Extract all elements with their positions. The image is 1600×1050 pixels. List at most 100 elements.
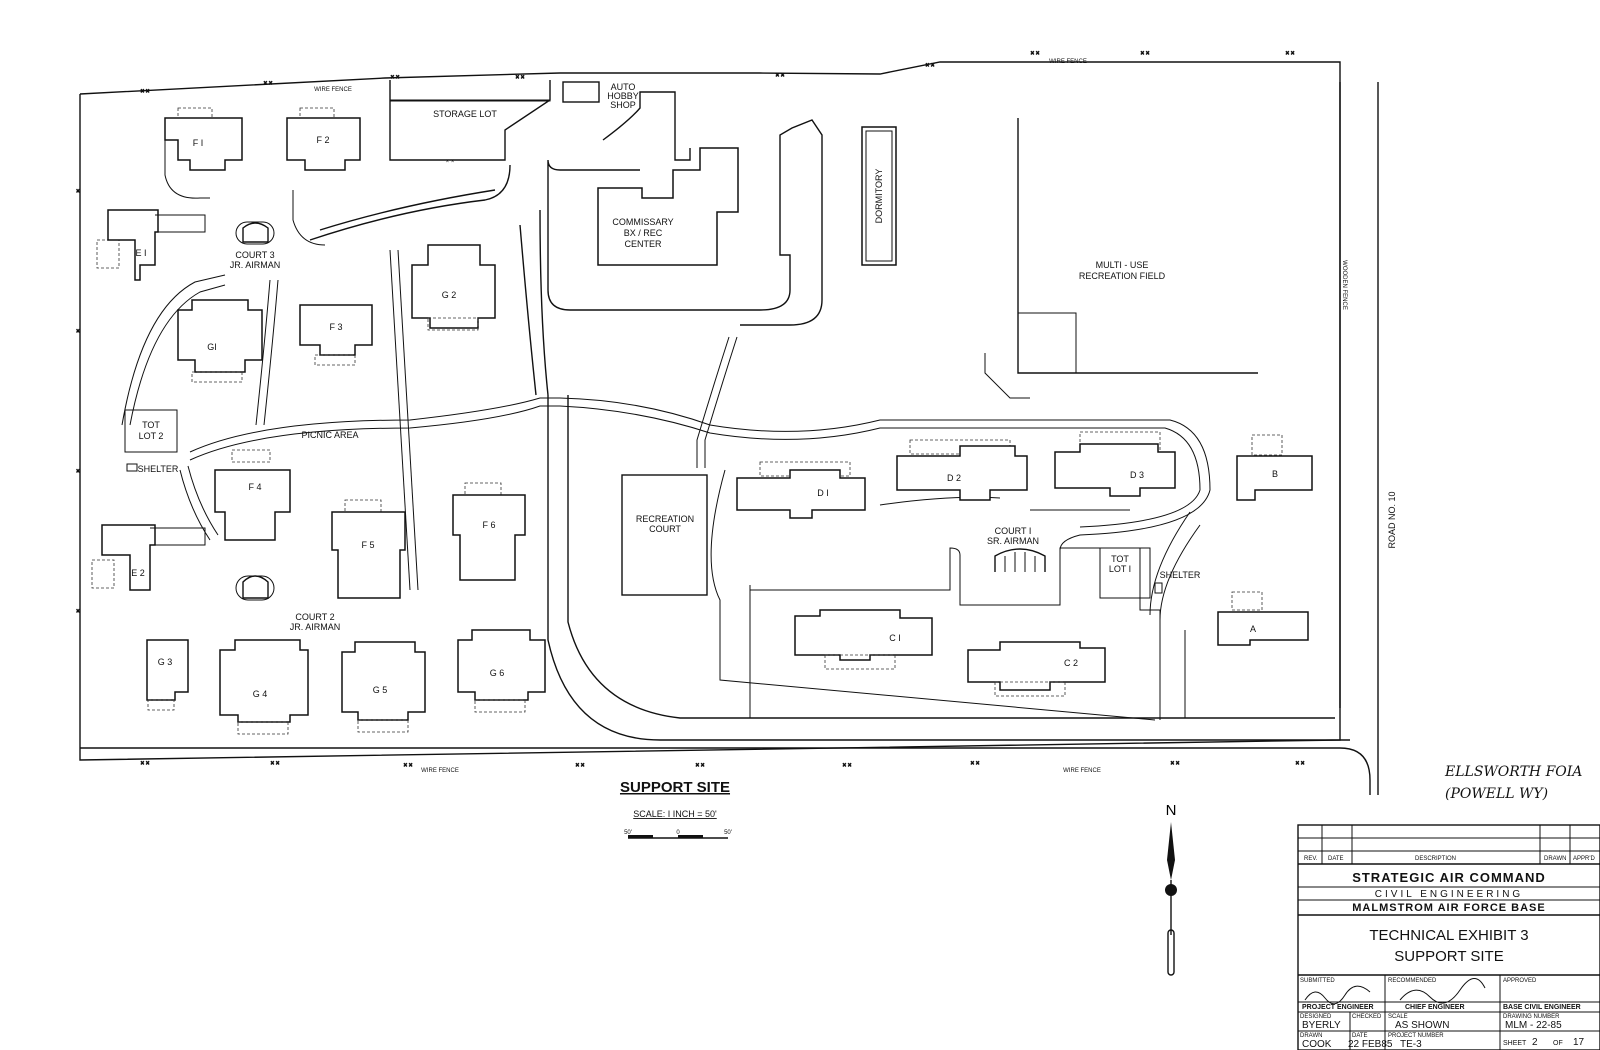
fence-label-top-left: WIRE FENCE <box>314 87 352 93</box>
rev-header-drawn: DRAWN <box>1544 856 1566 862</box>
building-c2-label: C 2 <box>1064 658 1078 668</box>
plan-title: SUPPORT SITE <box>620 779 730 796</box>
multi-use-label-1: MULTI - USE <box>1096 260 1149 270</box>
auto-hobby-label-3: SHOP <box>610 100 636 110</box>
picnic-area-label: PICNIC AREA <box>301 430 358 440</box>
auto-hobby-label-1: AUTO <box>611 82 636 92</box>
designed-label: DESIGNED <box>1300 1014 1332 1020</box>
building-g2-label: G 2 <box>442 290 457 300</box>
building-g4 <box>219 639 309 723</box>
scale-bar-mid: 0 <box>676 830 680 836</box>
court1-label-2: SR. AIRMAN <box>987 536 1039 546</box>
building-e2-label: E 2 <box>131 568 145 578</box>
annotation-line-1: ELLSWORTH FOIA <box>1444 764 1582 780</box>
svg-text:×: × <box>76 189 80 195</box>
svg-text:× ×: × × <box>696 763 705 769</box>
drawn-label: DRAWN <box>1300 1033 1322 1039</box>
annotation-line-2: (POWELL WY) <box>1445 786 1548 802</box>
approved-label: APPROVED <box>1503 978 1537 984</box>
building-b <box>1236 455 1313 501</box>
designed-value: BYERLY <box>1302 1020 1341 1031</box>
svg-text:× ×: × × <box>576 763 585 769</box>
svg-text:× ×: × × <box>271 761 280 767</box>
fence-label-top-right: WIRE FENCE <box>1049 59 1087 65</box>
svg-text:× ×: × × <box>404 763 413 769</box>
perimeter-fence: × × × × × × × × × × × × × × × × × × × × × × ×… <box>76 51 1341 774</box>
wooden-fence-label: WOODEN FENCE <box>1341 260 1347 310</box>
drawing-number-value: MLM - 22-85 <box>1505 1020 1562 1031</box>
svg-text:× ×: × × <box>971 761 980 767</box>
exhibit-line-1: TECHNICAL EXHIBIT 3 <box>1369 927 1528 944</box>
tot-lot2-label-2: LOT 2 <box>139 431 164 441</box>
multi-use-label-2: RECREATION FIELD <box>1079 271 1166 281</box>
drawing-title-block: REV. DATE DESCRIPTION DRAWN APPR'D STRAT… <box>1297 824 1600 1050</box>
storage-lot-label: STORAGE LOT <box>433 109 497 119</box>
sheet-total-value: 17 <box>1573 1037 1585 1048</box>
svg-text:× ×: × × <box>391 75 400 81</box>
north-arrow: N <box>1165 802 1177 976</box>
building-g5 <box>341 641 426 721</box>
multi-use-recreation-field: MULTI - USE RECREATION FIELD <box>984 118 1258 399</box>
building-g1 <box>177 299 263 373</box>
rev-header-date: DATE <box>1328 856 1344 862</box>
building-d1 <box>736 469 866 519</box>
commissary-bx-rec-center: COMMISSARY BX / REC CENTER <box>547 119 823 326</box>
building-g2 <box>411 244 496 329</box>
court-turnarounds <box>235 221 1046 601</box>
project-number-value: TE-3 <box>1400 1039 1422 1050</box>
storage-lot-fence-marks: × × <box>446 159 455 165</box>
recreation-court-label-1: RECREATION <box>636 514 694 524</box>
submitted-signature <box>1304 985 1371 1005</box>
building-f1-label: F I <box>193 138 204 148</box>
date-value: 22 FEB85 <box>1348 1039 1393 1050</box>
scale-text: SCALE: I INCH = 50' <box>633 809 717 819</box>
recommended-signature <box>1399 978 1486 1004</box>
building-e1-label: E I <box>135 248 146 258</box>
area-labels: COURT 3 JR. AIRMAN COURT 2 JR. AIRMAN CO… <box>124 250 1201 632</box>
dormitory-label: DORMITORY <box>874 169 884 224</box>
org-line-2: CIVIL ENGINEERING <box>1375 889 1523 900</box>
fence-label-bottom-left: WIRE FENCE <box>421 768 459 774</box>
court3-label-2: JR. AIRMAN <box>230 260 281 270</box>
svg-text:× ×: × × <box>1031 51 1040 57</box>
svg-text:× ×: × × <box>141 89 150 95</box>
dormitory: DORMITORY <box>861 126 897 266</box>
svg-text:×: × <box>76 469 80 475</box>
building-e1 <box>107 209 159 281</box>
svg-text:× ×: × × <box>516 75 525 81</box>
scale-label: SCALE <box>1388 1014 1408 1020</box>
building-f2-label: F 2 <box>316 135 329 145</box>
auto-hobby-label-2: HOBBY <box>607 91 639 101</box>
building-b-label: B <box>1272 469 1278 479</box>
svg-text:× ×: × × <box>1171 761 1180 767</box>
fence-label-bottom-right: WIRE FENCE <box>1063 768 1101 774</box>
building-f4 <box>214 469 291 541</box>
building-c2 <box>967 641 1106 691</box>
building-g5-label: G 5 <box>373 685 388 695</box>
org-line-1: STRATEGIC AIR COMMAND <box>1352 870 1546 885</box>
court2-label-1: COURT 2 <box>295 612 334 622</box>
scale-value: AS SHOWN <box>1395 1020 1449 1031</box>
court3-label-1: COURT 3 <box>235 250 274 260</box>
road-label: ROAD NO. 10 <box>1387 491 1397 548</box>
building-e2 <box>101 524 156 591</box>
shelter-right-label: SHELTER <box>1160 570 1201 580</box>
commissary-label-2: BX / REC <box>624 228 663 238</box>
building-d1-label: D I <box>817 488 829 498</box>
project-engineer-label: PROJECT ENGINEER <box>1302 1004 1374 1011</box>
chief-engineer-label: CHIEF ENGINEER <box>1405 1004 1465 1011</box>
scale-bar-right: 50' <box>724 830 732 836</box>
drawing-number-label: DRAWING NUMBER <box>1503 1014 1560 1020</box>
building-f5-label: F 5 <box>361 540 374 550</box>
svg-text:×: × <box>76 609 80 615</box>
building-f1 <box>164 117 243 171</box>
auto-hobby-shop: AUTO HOBBY SHOP <box>602 82 691 161</box>
rev-header-description: DESCRIPTION <box>1415 856 1456 862</box>
building-a-label: A <box>1250 624 1256 634</box>
svg-text:×: × <box>76 329 80 335</box>
recreation-court-label-2: COURT <box>649 524 681 534</box>
court2-label-2: JR. AIRMAN <box>290 622 341 632</box>
tot-lot1-label-2: LOT I <box>1109 564 1131 574</box>
building-f5 <box>331 511 406 599</box>
checked-label: CHECKED <box>1352 1014 1382 1020</box>
